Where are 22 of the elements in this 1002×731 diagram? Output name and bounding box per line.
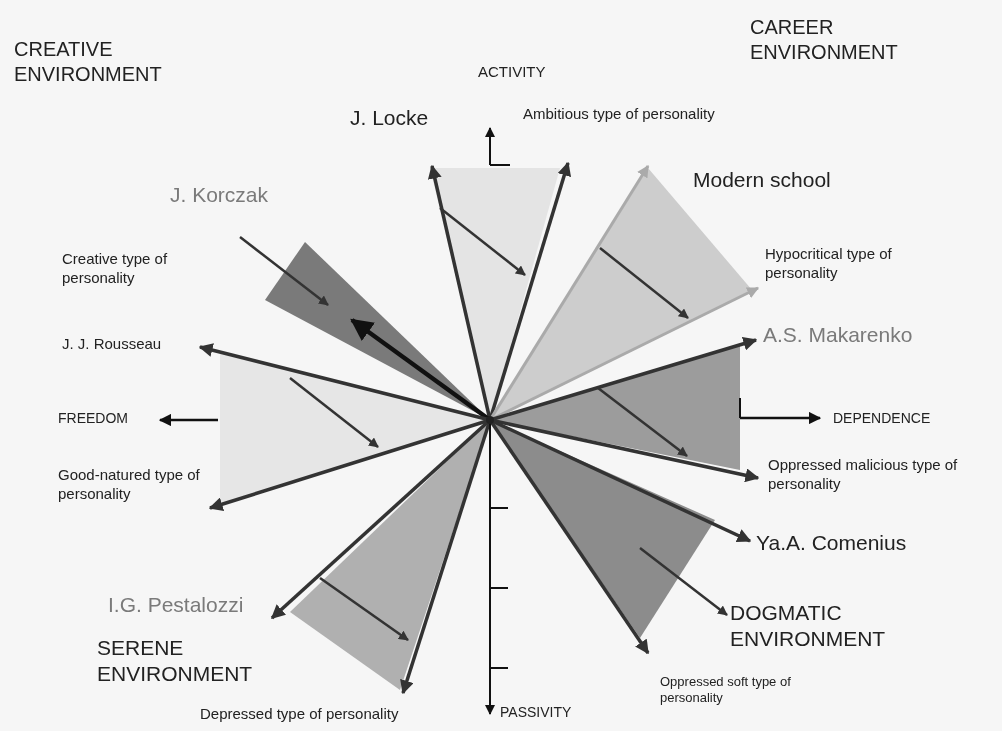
diagram-label: PASSIVITY: [500, 704, 572, 722]
diagram-label: Creative type of personality: [62, 250, 169, 288]
diagram-label: DOGMATIC ENVIRONMENT: [730, 600, 887, 653]
diagram-label: Good-natured type of personality: [58, 466, 201, 504]
diagram-label: A.S. Makarenko: [763, 322, 913, 348]
diagram-label: CREATIVE ENVIRONMENT: [14, 37, 163, 87]
diagram-label: DEPENDENCE: [833, 410, 931, 428]
diagram-label: J. Locke: [350, 105, 429, 131]
diagram-label: Oppressed soft type of personality: [660, 674, 792, 707]
diagram-label: FREEDOM: [58, 410, 128, 428]
diagram-label: Modern school: [693, 167, 831, 193]
diagram-label: Ambitious type of personality: [523, 105, 715, 124]
diagram-label: Depressed type of personality: [200, 705, 399, 724]
diagram-label: I.G. Pestalozzi: [108, 592, 244, 618]
diagram-label: Ya.A. Comenius: [756, 530, 907, 556]
diagram-label: ACTIVITY: [478, 63, 546, 82]
diagram-label: Hypocritical type of personality: [765, 245, 893, 283]
diagram-label: CAREER ENVIRONMENT: [750, 15, 899, 65]
diagram-label: J. J. Rousseau: [62, 335, 162, 354]
diagram-label: Oppressed malicious type of personality: [768, 456, 959, 494]
diagram-label: J. Korczak: [170, 182, 269, 208]
diagram-label: SERENE ENVIRONMENT: [97, 635, 254, 688]
